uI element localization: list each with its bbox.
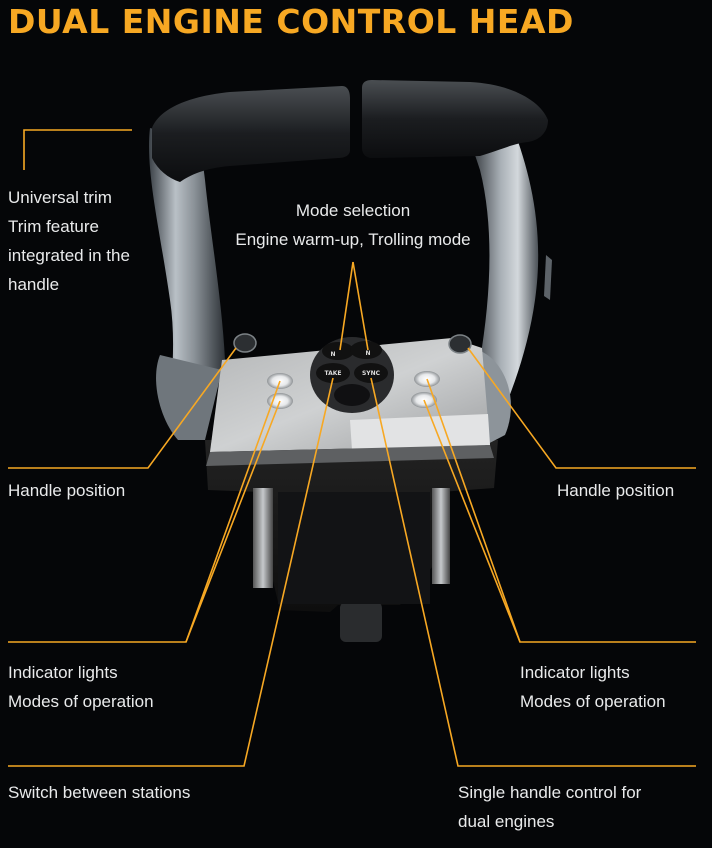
take-button[interactable]	[316, 363, 350, 383]
control-body	[205, 440, 498, 642]
leader-handle-right	[467, 347, 696, 469]
neutral-left-label: N	[330, 351, 335, 358]
neutral-button-right[interactable]	[350, 341, 382, 359]
button-pad: N N TAKE SYNC	[310, 337, 394, 413]
label-mode-selection: Mode selection Engine warm-up, Trolling …	[235, 201, 471, 249]
neutral-right-label: N	[365, 350, 370, 357]
label-single-handle: Single handle control for dual engines	[458, 783, 642, 831]
sync-label: SYNC	[362, 370, 381, 377]
left-handle-arm	[149, 128, 225, 440]
sync-button[interactable]	[354, 363, 388, 383]
label-switch-stations: Switch between stations	[8, 783, 191, 802]
leader-mode-selection-right	[352, 261, 369, 351]
right-trim-knob[interactable]	[448, 334, 472, 354]
take-label: TAKE	[324, 370, 341, 377]
leader-indicator-right-b	[423, 399, 521, 643]
leader-switch-stations	[8, 377, 334, 767]
label-universal-trim: Universal trim Trim feature integrated i…	[8, 188, 130, 294]
leader-single-handle	[370, 377, 696, 767]
neutral-button-left[interactable]	[322, 342, 354, 360]
leader-lines	[8, 129, 696, 767]
label-indicator-left: Indicator lights Modes of operation	[8, 663, 154, 711]
leader-handle-left	[8, 347, 237, 469]
label-handle-position-left: Handle position	[8, 481, 126, 500]
left-trim-knob[interactable]	[233, 333, 257, 353]
leader-universal-trim	[23, 129, 132, 170]
label-handle-position-right: Handle position	[557, 481, 675, 500]
leader-mode-selection-left	[339, 261, 354, 351]
station-button[interactable]	[334, 384, 370, 406]
right-handle-grip	[362, 80, 548, 158]
label-indicator-right: Indicator lights Modes of operation	[520, 663, 666, 711]
leader-indicator-left-b	[185, 400, 281, 643]
page-title: DUAL ENGINE CONTROL HEAD	[8, 2, 574, 41]
left-handle-grip	[152, 86, 350, 182]
